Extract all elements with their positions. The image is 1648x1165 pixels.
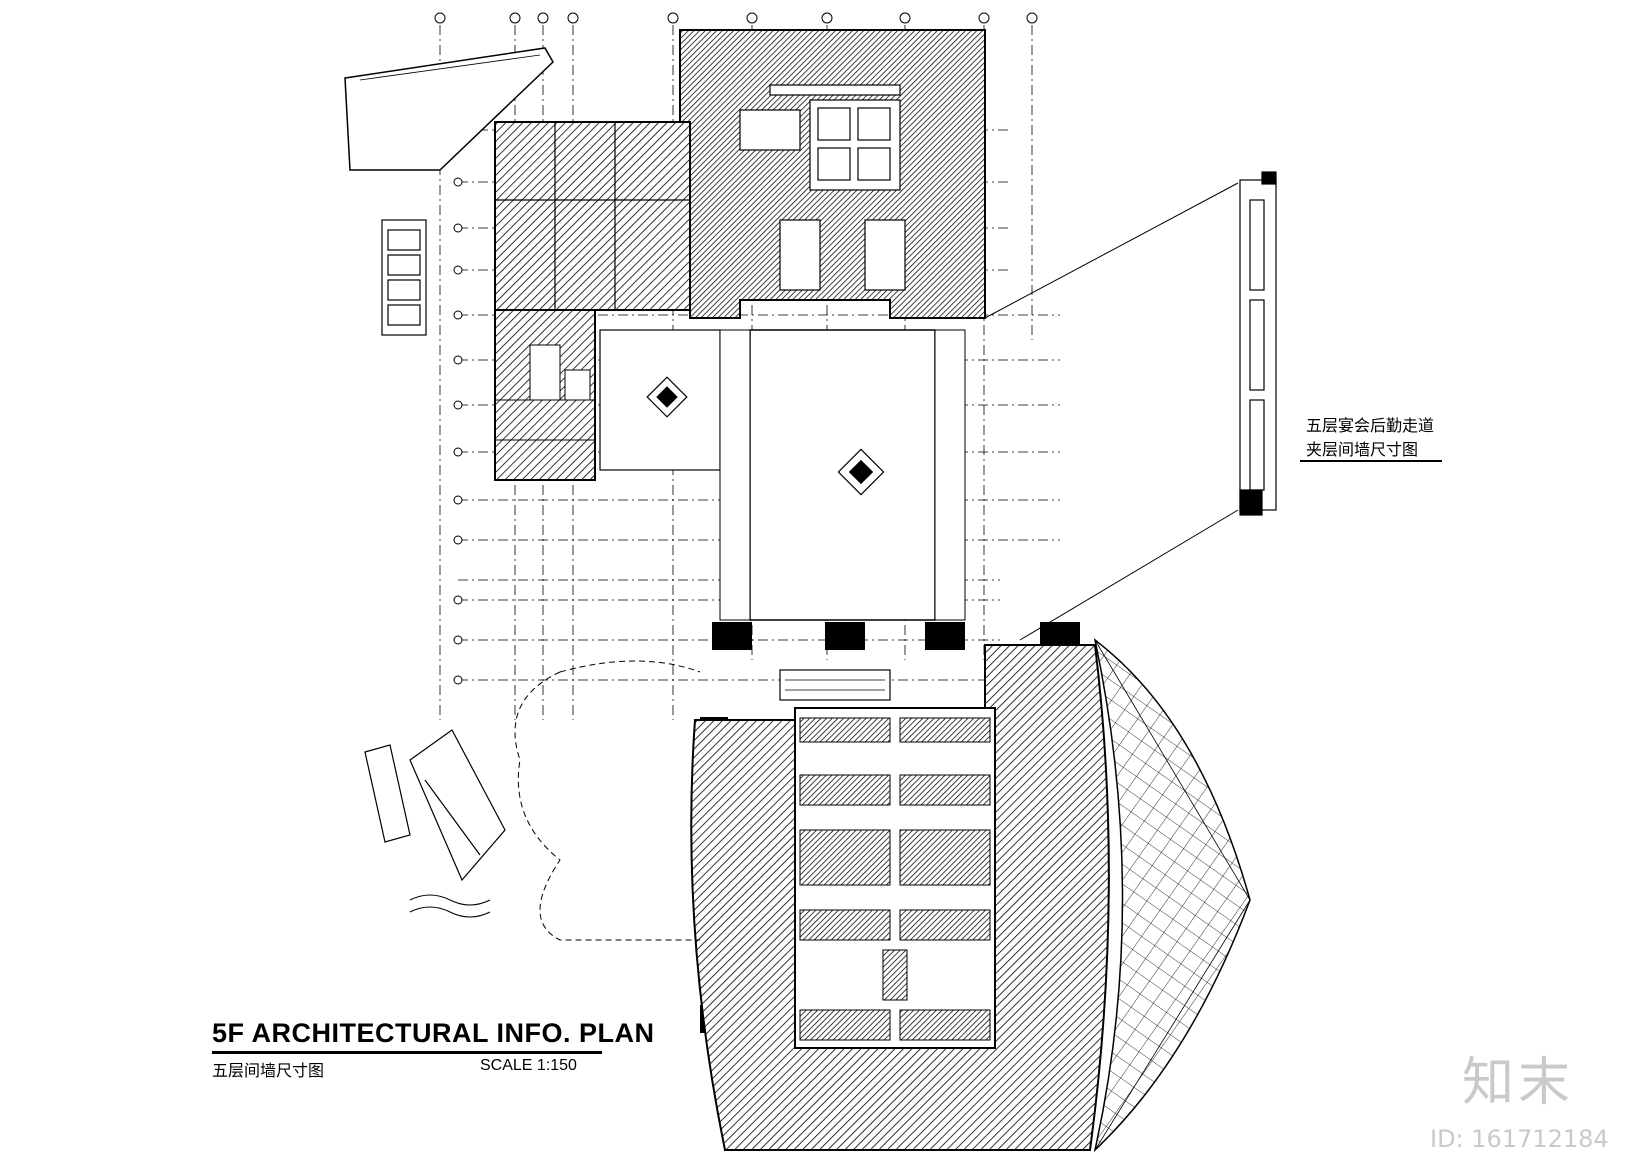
detail-callout-line2: 夹层间墙尺寸图 [1306, 440, 1419, 459]
kiosk-structures [364, 729, 506, 882]
escalator [779, 669, 891, 701]
west-function-rooms [494, 121, 691, 311]
detail-section-strip [1239, 171, 1277, 516]
drawing-scale: SCALE 1:150 [480, 1057, 577, 1074]
entrance-canopy [344, 47, 554, 171]
water-wave-symbol [409, 894, 491, 918]
ceiling-fixture-symbols [646, 376, 885, 496]
external-stair [381, 219, 427, 336]
detail-callout-leaders [984, 182, 1239, 641]
grid-axis-bubbles [434, 12, 1038, 24]
drawing-title: 5F ARCHITECTURAL INFO. PLAN [212, 1018, 655, 1048]
watermark-id: ID: 161712184 [1430, 1125, 1609, 1153]
title-underline [212, 1051, 602, 1054]
detail-callout-line1: 五层宴会后勤走道 [1306, 416, 1435, 435]
north-core-rooms [739, 84, 906, 291]
landscape-boundary [514, 660, 701, 941]
grid-row-bubbles [453, 125, 463, 685]
curved-glass-facade [1093, 638, 1251, 1153]
detail-callout-underline [1300, 460, 1442, 462]
elevator-banks [799, 717, 991, 1041]
drawing-subtitle: 五层间墙尺寸图 [212, 1061, 325, 1080]
watermark-logo: 知末 [1462, 1053, 1575, 1113]
